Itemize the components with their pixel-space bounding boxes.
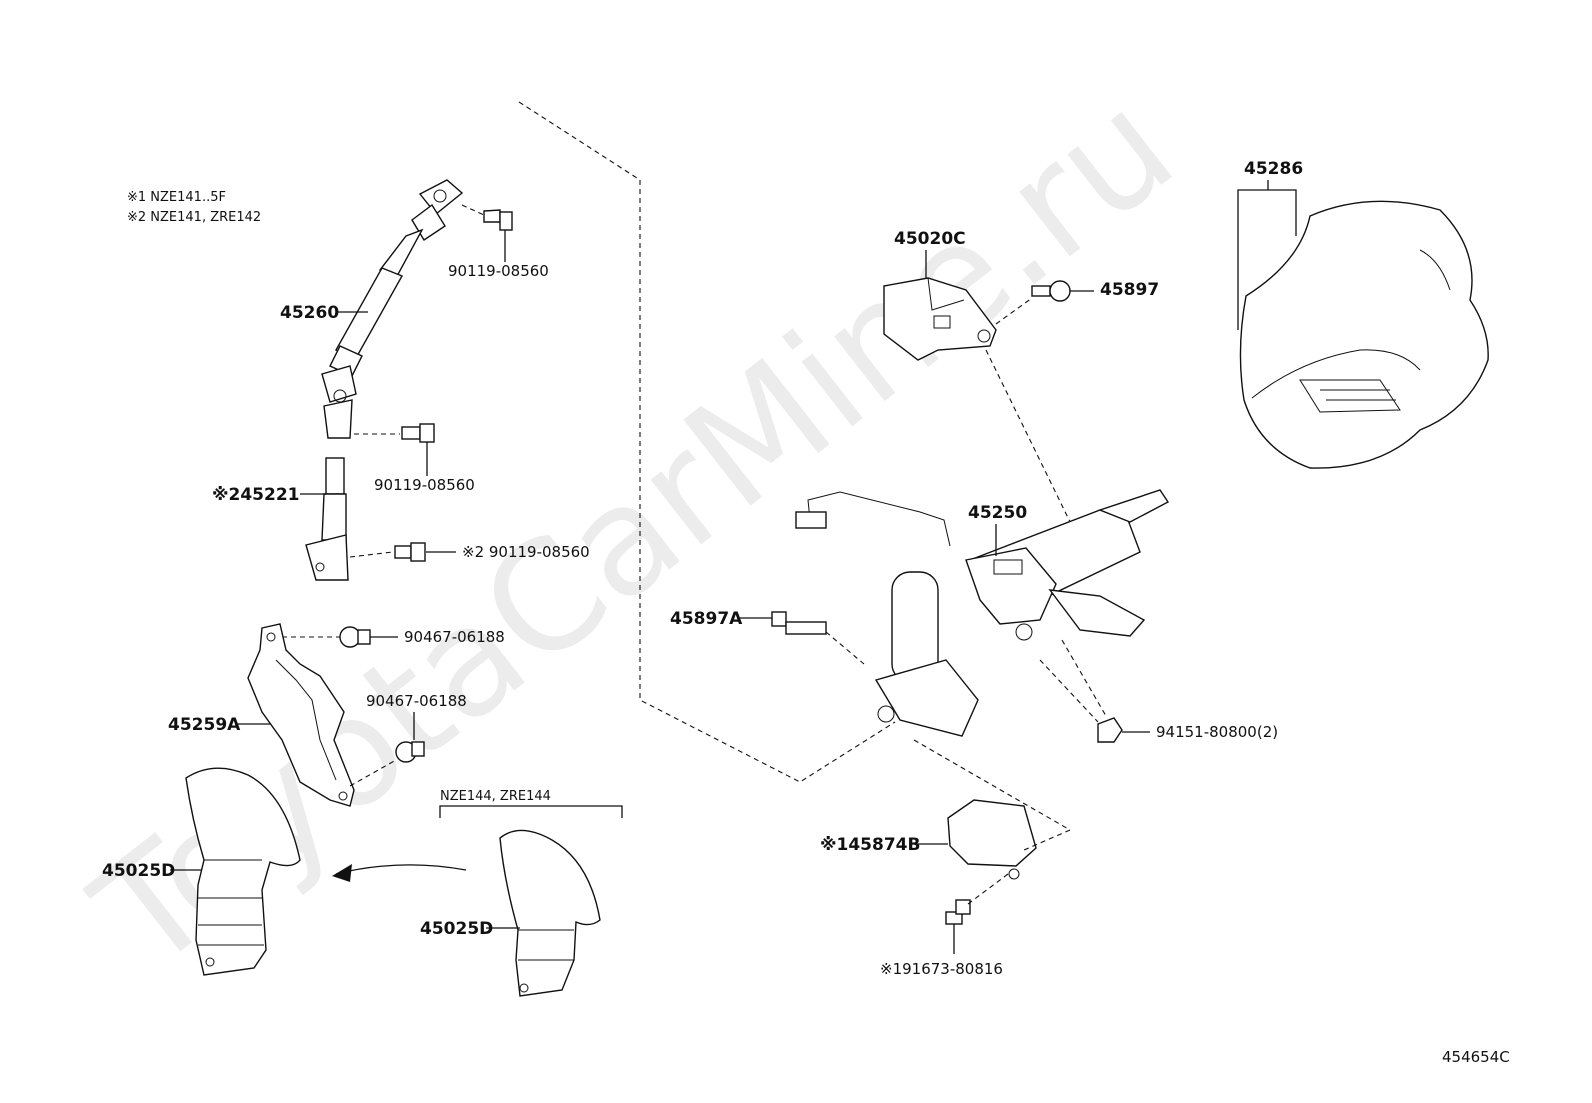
label-45897A: 45897A xyxy=(670,609,743,629)
note-2: ※2 NZE141, ZRE142 xyxy=(127,210,261,225)
label-90119-08560-bottom: ※2 90119-08560 xyxy=(462,543,590,561)
label-91673-80816: ※191673-80816 xyxy=(880,960,1003,978)
clip-90467-top[interactable] xyxy=(339,626,371,648)
part-45221-shaft[interactable] xyxy=(305,457,349,581)
part-45259A-cover[interactable] xyxy=(247,623,355,807)
arrow-head xyxy=(332,864,352,882)
part-45286-column-cover[interactable] xyxy=(1239,200,1489,469)
bolt-90119-top[interactable] xyxy=(483,209,513,231)
bolt-90119-bottom[interactable] xyxy=(394,542,426,562)
screw-45897[interactable] xyxy=(1031,280,1071,302)
label-90467-06188-top: 90467-06188 xyxy=(404,628,505,646)
part-45025D-boot-right[interactable] xyxy=(499,829,601,997)
label-45025D-right: 45025D xyxy=(420,919,493,939)
label-90467-06188-bottom: 90467-06188 xyxy=(366,692,467,710)
variant-label: NZE144, ZRE144 xyxy=(440,789,551,804)
nut-94151[interactable] xyxy=(1097,717,1123,743)
part-45874B-bracket[interactable] xyxy=(947,799,1037,880)
clip-90467-bottom[interactable] xyxy=(395,741,425,763)
bolt-90119-middle[interactable] xyxy=(401,423,435,443)
note-1: ※1 NZE141..5F xyxy=(127,190,226,205)
part-45020C-lock-cylinder[interactable] xyxy=(883,277,997,361)
diagram-id: 454654C xyxy=(1442,1048,1510,1066)
part-45260-shaft[interactable] xyxy=(321,179,464,439)
part-45025D-boot-left[interactable] xyxy=(185,767,301,976)
label-45020C: 45020C xyxy=(894,229,966,249)
label-90119-08560-top: 90119-08560 xyxy=(448,262,549,280)
label-45259A: 45259A xyxy=(168,715,241,735)
label-94151-80800: 94151-80800(2) xyxy=(1156,723,1278,741)
label-45221: ※245221 xyxy=(212,485,300,505)
label-45897: 45897 xyxy=(1100,280,1159,300)
part-45250-column-assembly[interactable] xyxy=(795,489,1170,737)
label-45025D-left: 45025D xyxy=(102,861,175,881)
arrow-replacement xyxy=(335,864,467,875)
label-45874B: ※145874B xyxy=(820,835,920,855)
label-45260: 45260 xyxy=(280,303,339,323)
label-90119-08560-middle: 90119-08560 xyxy=(374,476,475,494)
bolt-45897A[interactable] xyxy=(771,611,827,635)
label-45286: 45286 xyxy=(1244,159,1303,179)
label-45250: 45250 xyxy=(968,503,1027,523)
bolt-91673[interactable] xyxy=(945,899,971,925)
